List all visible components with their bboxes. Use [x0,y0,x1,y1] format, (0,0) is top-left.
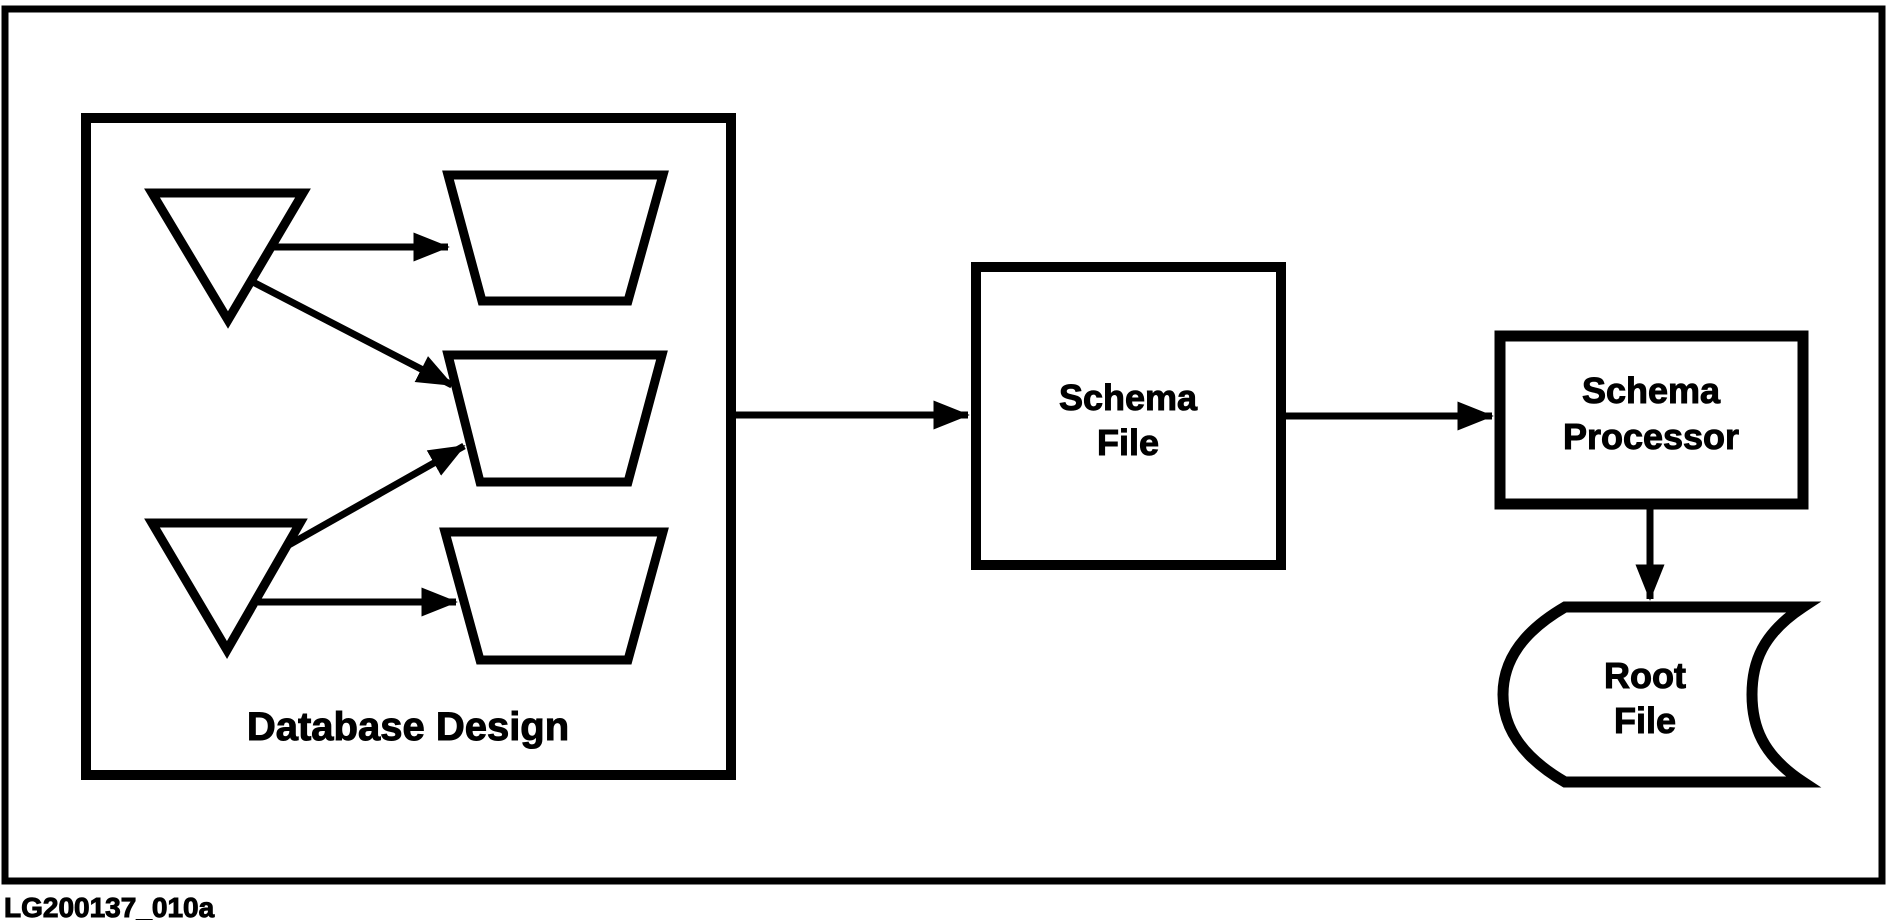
schema-processor-box [1494,330,1809,510]
arrow-triangle1-trapezoid2 [249,277,454,389]
schema-processor-label-line1: Schema [1582,370,1721,411]
root-file-label-line1: Root [1604,655,1686,696]
arrow-triangle2-trapezoid2 [285,442,466,550]
database-design-box [81,113,736,780]
schema-processor-label-line2: Processor [1563,416,1739,457]
trapezoid-shape-2 [442,350,668,487]
schema-file-label-line1: Schema [1059,377,1198,418]
triangle-shape-2 [144,518,308,659]
database-design-label: Database Design [247,705,569,749]
schema-file-node: Schema File [971,262,1286,570]
trapezoid-shape-3 [439,527,669,665]
triangle-shape-1 [144,188,311,329]
root-file-node: Root File [1497,601,1822,788]
figure-border [1,5,1886,885]
schema-processor-node: Schema Processor [1494,330,1809,510]
schema-file-label-line2: File [1097,422,1159,463]
trapezoid-shape-1 [442,170,669,306]
root-file-shape [1497,601,1822,788]
root-file-label-line2: File [1614,700,1676,741]
figure-id-label: LG200137_010a [4,892,215,920]
database-design-node: Database Design [81,113,736,780]
